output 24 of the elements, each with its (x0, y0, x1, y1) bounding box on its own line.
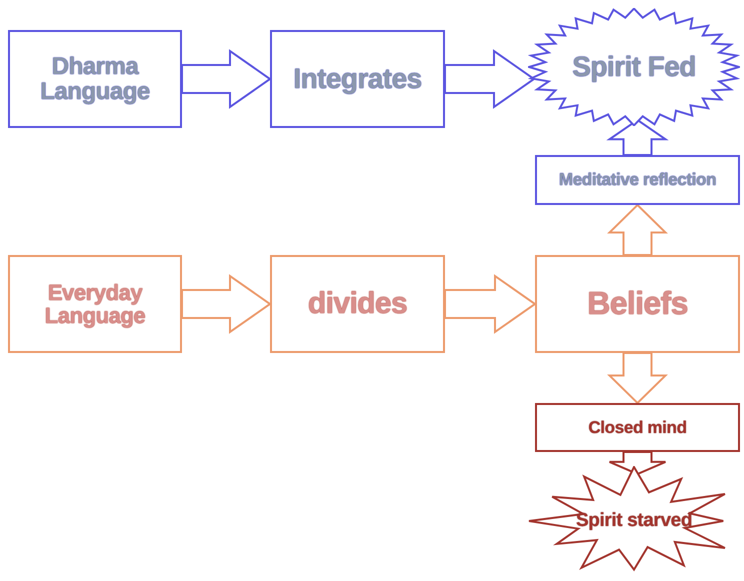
block-arrow (444, 49, 536, 109)
block-arrow (606, 118, 669, 156)
process-box (535, 255, 740, 353)
block-arrow (181, 274, 272, 334)
node-label: Closed mind (588, 418, 687, 436)
node-label: Beliefs (587, 287, 688, 321)
node-label: Everyday Language (44, 280, 146, 328)
block-arrow (608, 451, 666, 476)
process-box (8, 255, 182, 353)
block-arrow (607, 204, 668, 256)
block-arrow (444, 274, 537, 334)
process-box (535, 155, 740, 205)
process-box (8, 30, 182, 128)
node-label: divides (308, 288, 408, 320)
node-label: Dharma Language (39, 54, 151, 104)
process-box (270, 255, 445, 353)
process-box (535, 403, 740, 452)
process-box (270, 30, 445, 128)
block-arrow (607, 352, 668, 404)
node-label: Meditative reflection (558, 171, 716, 189)
node-label: Spirit starved (576, 511, 692, 531)
node-label: Integrates (293, 64, 422, 94)
node-label: Spirit Fed (572, 52, 696, 82)
block-arrow (181, 49, 272, 109)
